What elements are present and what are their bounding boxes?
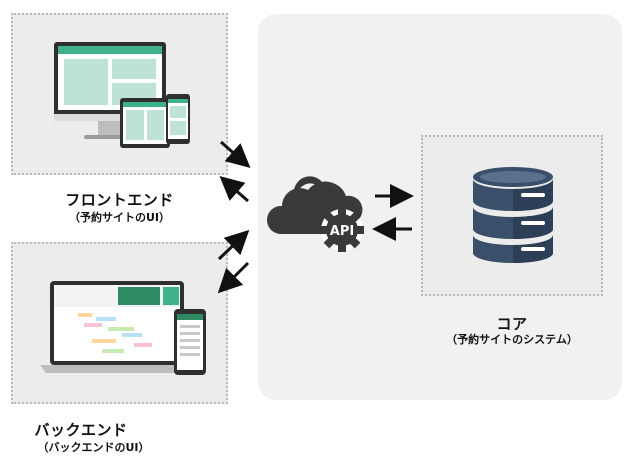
core-title: コア	[496, 315, 528, 333]
arrow-api-to-backend	[217, 261, 250, 294]
devices-illustration-icon	[54, 42, 190, 148]
frontend-title: フロントエンド	[65, 191, 174, 209]
frontend-box	[11, 13, 228, 175]
arrow-backend-to-api	[217, 229, 250, 261]
backend-title: バックエンド	[34, 421, 128, 439]
api-label: API	[330, 224, 354, 239]
backend-subtitle: （バックエンドのUI）	[37, 441, 150, 454]
core-box	[421, 135, 603, 296]
laptop-illustration-icon	[40, 281, 206, 375]
core-subtitle: （予約サイトのシステム）	[446, 333, 578, 346]
api-badge: API	[330, 224, 354, 239]
cloud-api-icon	[266, 176, 364, 252]
database-icon	[473, 167, 553, 263]
arrow-frontend-to-api	[220, 140, 251, 168]
arrow-api-to-frontend	[219, 176, 249, 203]
backend-box	[11, 242, 228, 404]
frontend-subtitle: （予約サイトのUI）	[68, 211, 171, 224]
